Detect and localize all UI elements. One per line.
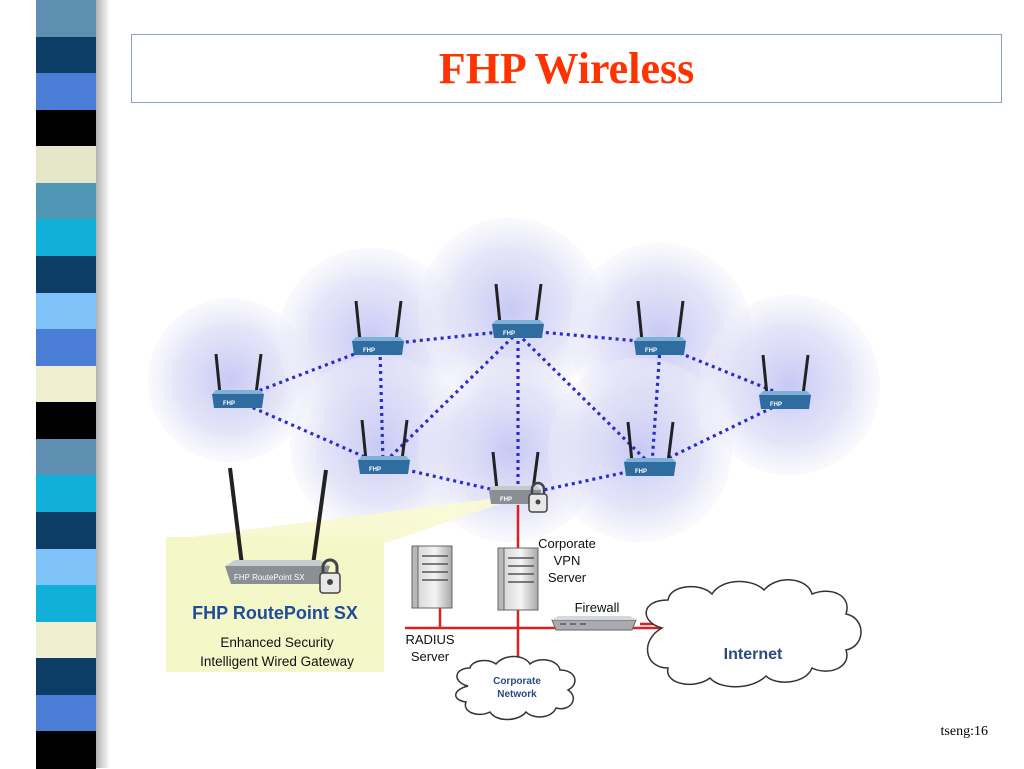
gateway-highlight-beam: [168, 497, 520, 545]
ap-badge: FHP: [369, 467, 381, 473]
callout-line-2: Intelligent Wired Gateway: [200, 654, 354, 669]
mesh-link: [383, 330, 520, 464]
corporate-network-label-line-2: Network: [497, 689, 537, 700]
access-point: FHP: [492, 283, 544, 338]
ap-badge: FHP: [223, 401, 235, 407]
strip-block: [36, 512, 96, 550]
mesh-link: [239, 400, 384, 467]
lock-icon: [319, 558, 341, 594]
routepoint-device: FHP RoutePoint SX: [225, 467, 330, 584]
strip-block: [36, 182, 96, 221]
vpn-server-icon: [497, 547, 539, 611]
access-point: FHP: [759, 354, 811, 409]
access-point: FHP: [624, 421, 676, 476]
vpn-server-label-line-1: Corporate: [538, 536, 596, 551]
access-point: FHP: [212, 353, 264, 408]
gateway-badge: FHP: [500, 497, 512, 503]
firewall-label: Firewall: [575, 600, 620, 615]
ap-badge: FHP: [503, 331, 515, 337]
callout-title: FHP RoutePoint SX: [192, 603, 358, 623]
strip-block: [36, 548, 96, 587]
strip-block: [36, 402, 96, 440]
radius-server-label-line-2: Server: [411, 649, 450, 664]
coverage-area: [290, 355, 470, 535]
slide-footer: tseng:16: [940, 724, 988, 739]
decorative-side-strip: [36, 0, 100, 769]
strip-block: [36, 292, 96, 331]
ap-badge: FHP: [363, 348, 375, 354]
mesh-link: [378, 349, 385, 463]
mesh-link: [650, 347, 662, 465]
callout-line-1: Enhanced Security: [220, 635, 334, 650]
coverage-area: [148, 298, 312, 462]
vpn-server-label-line-3: Server: [548, 570, 587, 585]
vpn-server-label-line-2: VPN: [554, 553, 581, 568]
radius-server-icon: [411, 545, 453, 609]
firewall-icon: [551, 616, 637, 631]
access-point: FHP: [358, 419, 410, 474]
mesh-link: [649, 398, 789, 469]
title-box: FHP Wireless: [131, 34, 1002, 103]
access-point: FHP: [634, 300, 686, 355]
ap-badge: FHP: [635, 469, 647, 475]
coverage-area: [548, 358, 732, 542]
strip-block: [36, 694, 96, 733]
routepoint-callout-box: [166, 537, 384, 672]
ap-badge: FHP: [645, 348, 657, 354]
internet-label: Internet: [724, 646, 783, 663]
mesh-link: [516, 332, 652, 466]
ap-badge: FHP: [770, 402, 782, 408]
side-strip-shadow: [96, 0, 110, 768]
coverage-area: [418, 358, 602, 542]
lock-icon: [528, 481, 548, 513]
strip-block: [36, 36, 96, 75]
access-point: FHP: [352, 300, 404, 355]
slide-title: FHP Wireless: [438, 44, 695, 93]
routepoint-device-label: FHP RoutePoint SX: [234, 573, 305, 582]
coverage-area: [418, 218, 602, 402]
coverage-cloud-group: [148, 218, 880, 542]
radius-server-label-line-1: RADIUS: [405, 632, 454, 647]
corporate-network-cloud: [455, 655, 576, 721]
corporate-network-label-line-1: Corporate: [493, 676, 541, 687]
coverage-area: [700, 295, 880, 475]
internet-cloud: [645, 579, 862, 688]
